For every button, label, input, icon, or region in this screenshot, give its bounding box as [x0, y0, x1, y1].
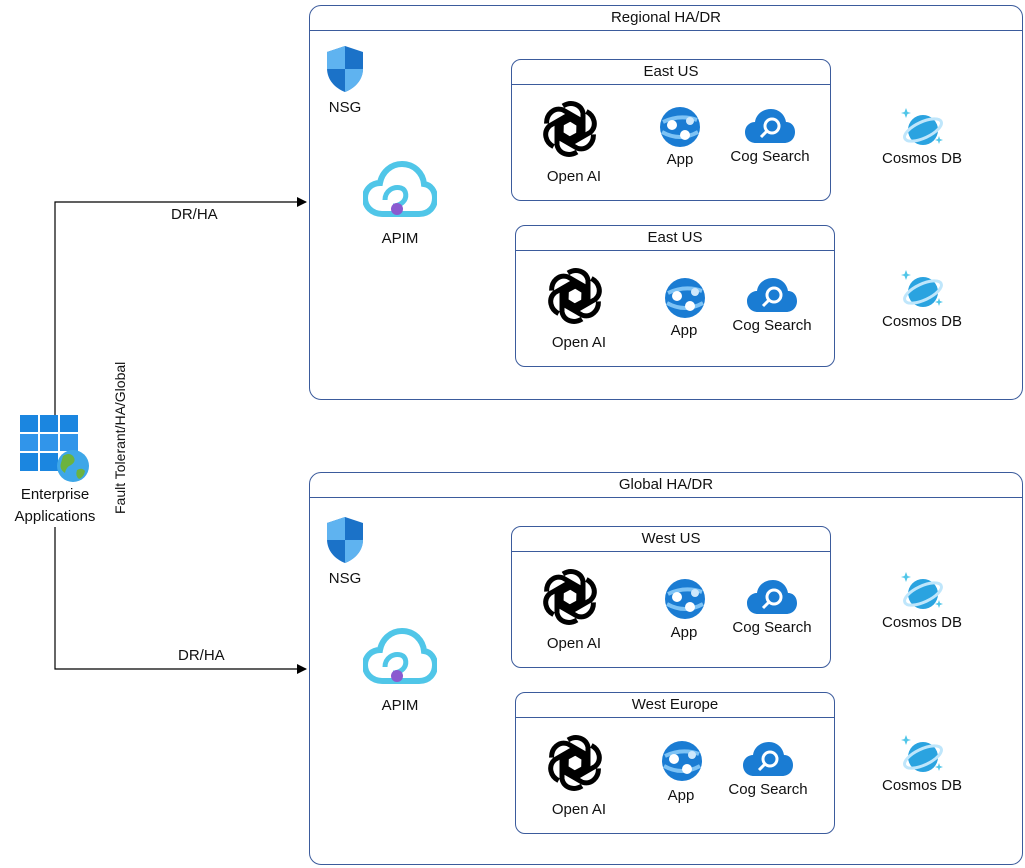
- search-icon: [744, 108, 796, 144]
- edge-label-bottom: DR/HA: [178, 647, 225, 664]
- app-service-icon: [664, 578, 706, 620]
- global-apim-label: APIM: [381, 697, 419, 714]
- apim-icon: [363, 627, 437, 689]
- cosmos-db-label: Cosmos DB: [881, 150, 963, 167]
- regional-group-title: Regional HA/DR: [310, 6, 1022, 31]
- openai-icon: [544, 732, 606, 794]
- region-title: West Europe: [516, 693, 834, 718]
- global-group-title: Global HA/DR: [310, 473, 1022, 498]
- openai-icon: [539, 566, 601, 628]
- shield-icon: [325, 515, 365, 565]
- apim-icon: [363, 160, 437, 222]
- app-label: App: [667, 787, 695, 804]
- cosmos-db-label: Cosmos DB: [881, 614, 963, 631]
- shield-icon: [325, 44, 365, 94]
- enterprise-apps-icon: [19, 414, 91, 486]
- openai-icon: [544, 265, 606, 327]
- openai-label: Open AI: [546, 168, 602, 185]
- region-title: East US: [512, 60, 830, 85]
- search-icon: [746, 277, 798, 313]
- regional-nsg-label: NSG: [328, 99, 362, 116]
- cog-search-label: Cog Search: [730, 148, 810, 165]
- cosmos-db-icon: [901, 733, 945, 777]
- app-label: App: [670, 322, 698, 339]
- app-service-icon: [659, 106, 701, 148]
- edge-label-top: DR/HA: [171, 206, 218, 223]
- edge-enterprise-to-regional: [54, 197, 307, 415]
- region-title: West US: [512, 527, 830, 552]
- cosmos-db-icon: [901, 268, 945, 312]
- enterprise-label-line1: Enterprise: [20, 486, 90, 503]
- cog-search-label: Cog Search: [732, 317, 812, 334]
- global-nsg-label: NSG: [328, 570, 362, 587]
- enterprise-label-line2: Applications: [14, 508, 96, 525]
- region-title: East US: [516, 226, 834, 251]
- openai-label: Open AI: [546, 635, 602, 652]
- edge-label-vertical: Fault Tolerant/HA/Global: [112, 361, 128, 514]
- cog-search-label: Cog Search: [728, 781, 808, 798]
- cosmos-db-icon: [901, 106, 945, 150]
- cog-search-label: Cog Search: [732, 619, 812, 636]
- openai-label: Open AI: [551, 334, 607, 351]
- app-label: App: [666, 151, 694, 168]
- openai-label: Open AI: [551, 801, 607, 818]
- app-service-icon: [664, 277, 706, 319]
- app-label: App: [670, 624, 698, 641]
- openai-icon: [539, 98, 601, 160]
- cosmos-db-icon: [901, 570, 945, 614]
- search-icon: [746, 579, 798, 615]
- search-icon: [742, 741, 794, 777]
- cosmos-db-label: Cosmos DB: [881, 777, 963, 794]
- app-service-icon: [661, 740, 703, 782]
- regional-apim-label: APIM: [381, 230, 419, 247]
- cosmos-db-label: Cosmos DB: [881, 313, 963, 330]
